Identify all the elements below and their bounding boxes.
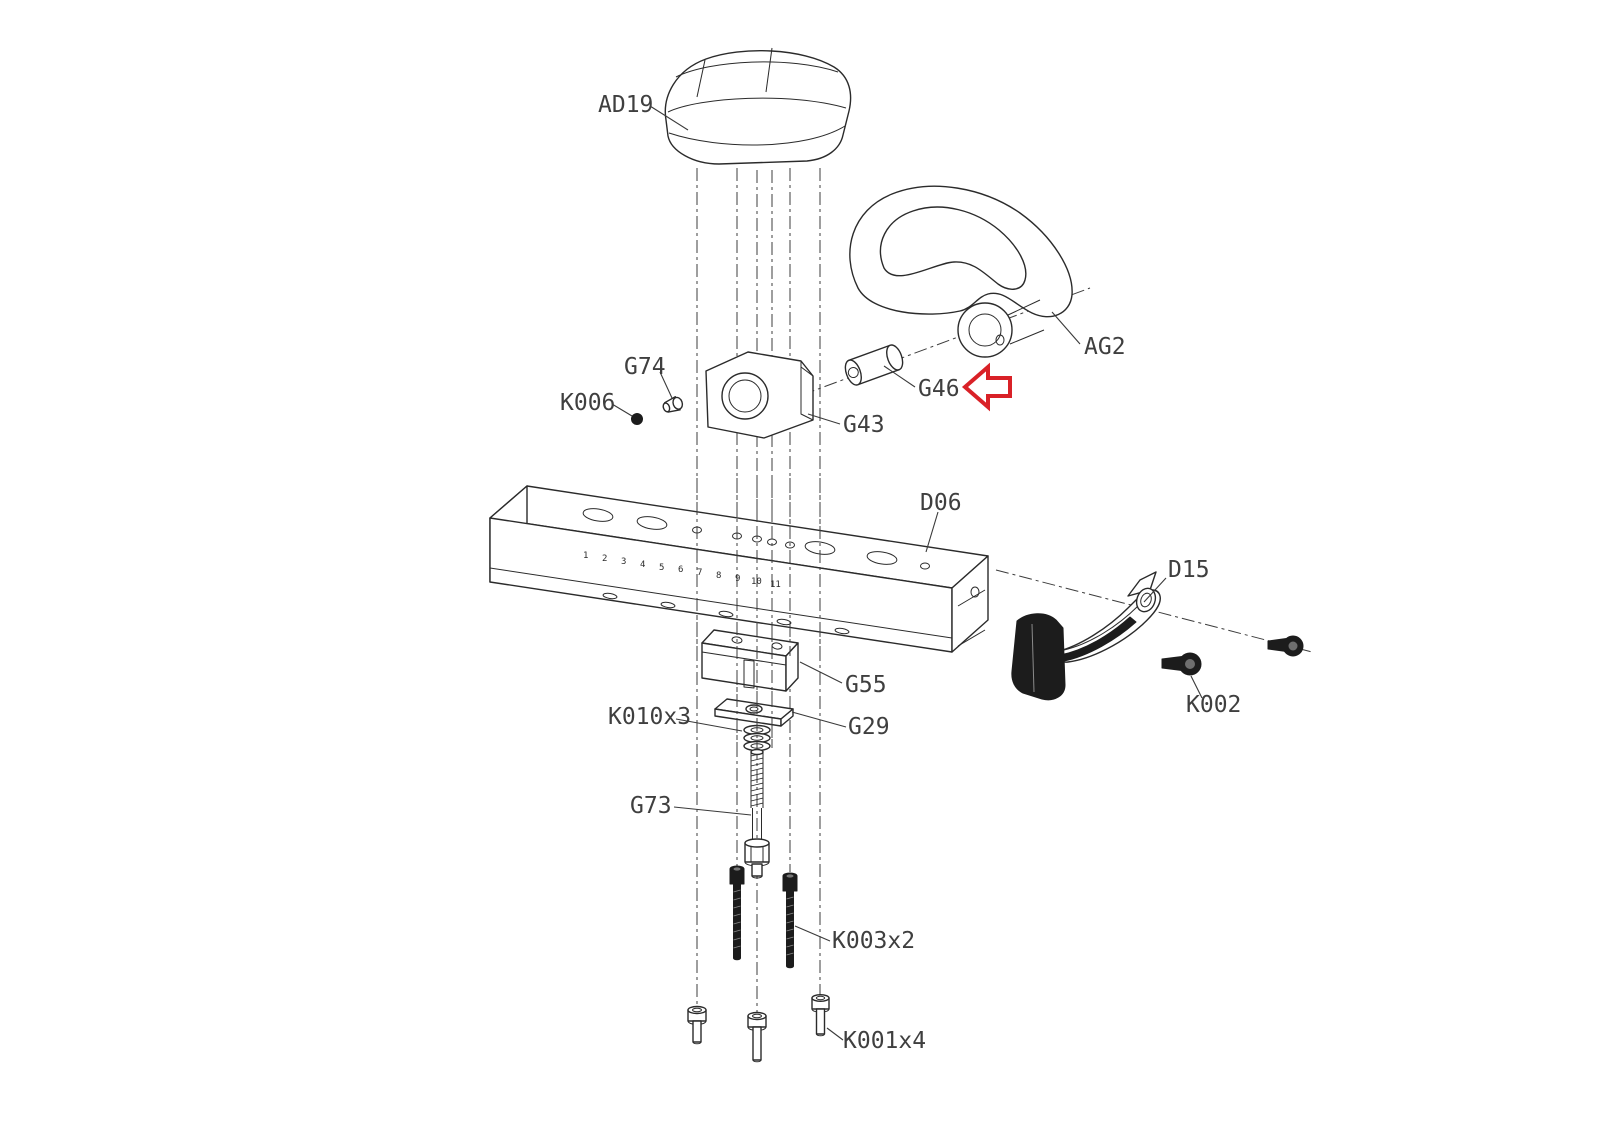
rail-scale: 1 2 3 4 5 6 7 8 9 10 11	[583, 551, 781, 590]
part-k001	[687, 994, 830, 1063]
rail-scale-number: 3	[621, 557, 626, 567]
label-d15: D15	[1168, 557, 1210, 583]
label-d06: D06	[920, 490, 962, 516]
label-g55: G55	[845, 672, 887, 698]
rail-scale-number: 6	[678, 565, 683, 575]
part-g55	[701, 629, 799, 692]
leader-d06	[925, 511, 939, 553]
rail-scale-number: 8	[716, 571, 721, 581]
rail-scale-number: 2	[602, 554, 607, 564]
part-k006	[631, 413, 643, 425]
leader-d15	[1143, 577, 1167, 603]
leader-k010	[675, 718, 743, 732]
part-g73	[744, 748, 770, 879]
label-g46: G46	[918, 376, 960, 402]
centerlines-front	[696, 478, 821, 750]
red-highlight-arrow-icon	[961, 362, 1012, 412]
leader-ad19	[649, 105, 689, 131]
leader-k006	[611, 403, 633, 417]
leader-k001	[826, 1027, 844, 1041]
leader-ag2	[1051, 311, 1081, 345]
part-k002	[1161, 635, 1304, 676]
leader-g55	[799, 661, 843, 684]
rail-scale-number: 9	[735, 574, 740, 584]
part-ad19	[664, 47, 852, 165]
label-k002: K002	[1186, 692, 1241, 718]
label-k010: K010x3	[608, 704, 691, 730]
part-labels: AD19 AG2 G74 K006 G43 G46 D06 D15 K002 G…	[560, 92, 1241, 1054]
label-k003: K003x2	[832, 928, 915, 954]
leader-lines	[611, 105, 1203, 1041]
part-g29	[714, 698, 794, 727]
leader-g74	[659, 371, 673, 399]
label-g43: G43	[843, 412, 885, 438]
leader-k002	[1190, 675, 1203, 699]
rail-scale-number: 4	[640, 560, 645, 570]
part-g74	[662, 396, 684, 413]
part-ag2	[849, 185, 1073, 358]
rail-scale-number: 5	[659, 563, 664, 573]
label-ag2: AG2	[1084, 334, 1126, 360]
leader-g46	[883, 365, 916, 388]
rail-scale-number: 11	[770, 580, 781, 590]
leader-k003	[794, 925, 831, 942]
leader-g29	[791, 711, 847, 728]
label-g29: G29	[848, 714, 890, 740]
part-d15	[1011, 571, 1161, 701]
label-k001: K001x4	[843, 1028, 926, 1054]
rail-scale-number: 1	[583, 551, 588, 561]
leader-g73	[673, 806, 752, 816]
leader-g43	[807, 413, 841, 425]
part-g43	[705, 351, 814, 439]
part-g46	[844, 344, 904, 386]
rail-scale-number: 10	[751, 577, 762, 587]
part-k003	[729, 865, 798, 969]
rail-scale-number: 7	[697, 568, 702, 578]
part-d06: 1 2 3 4 5 6 7 8 9 10 11	[489, 485, 989, 653]
label-g73: G73	[630, 793, 672, 819]
label-k006: K006	[560, 390, 615, 416]
label-g74: G74	[624, 354, 666, 380]
label-ad19: AD19	[598, 92, 653, 118]
